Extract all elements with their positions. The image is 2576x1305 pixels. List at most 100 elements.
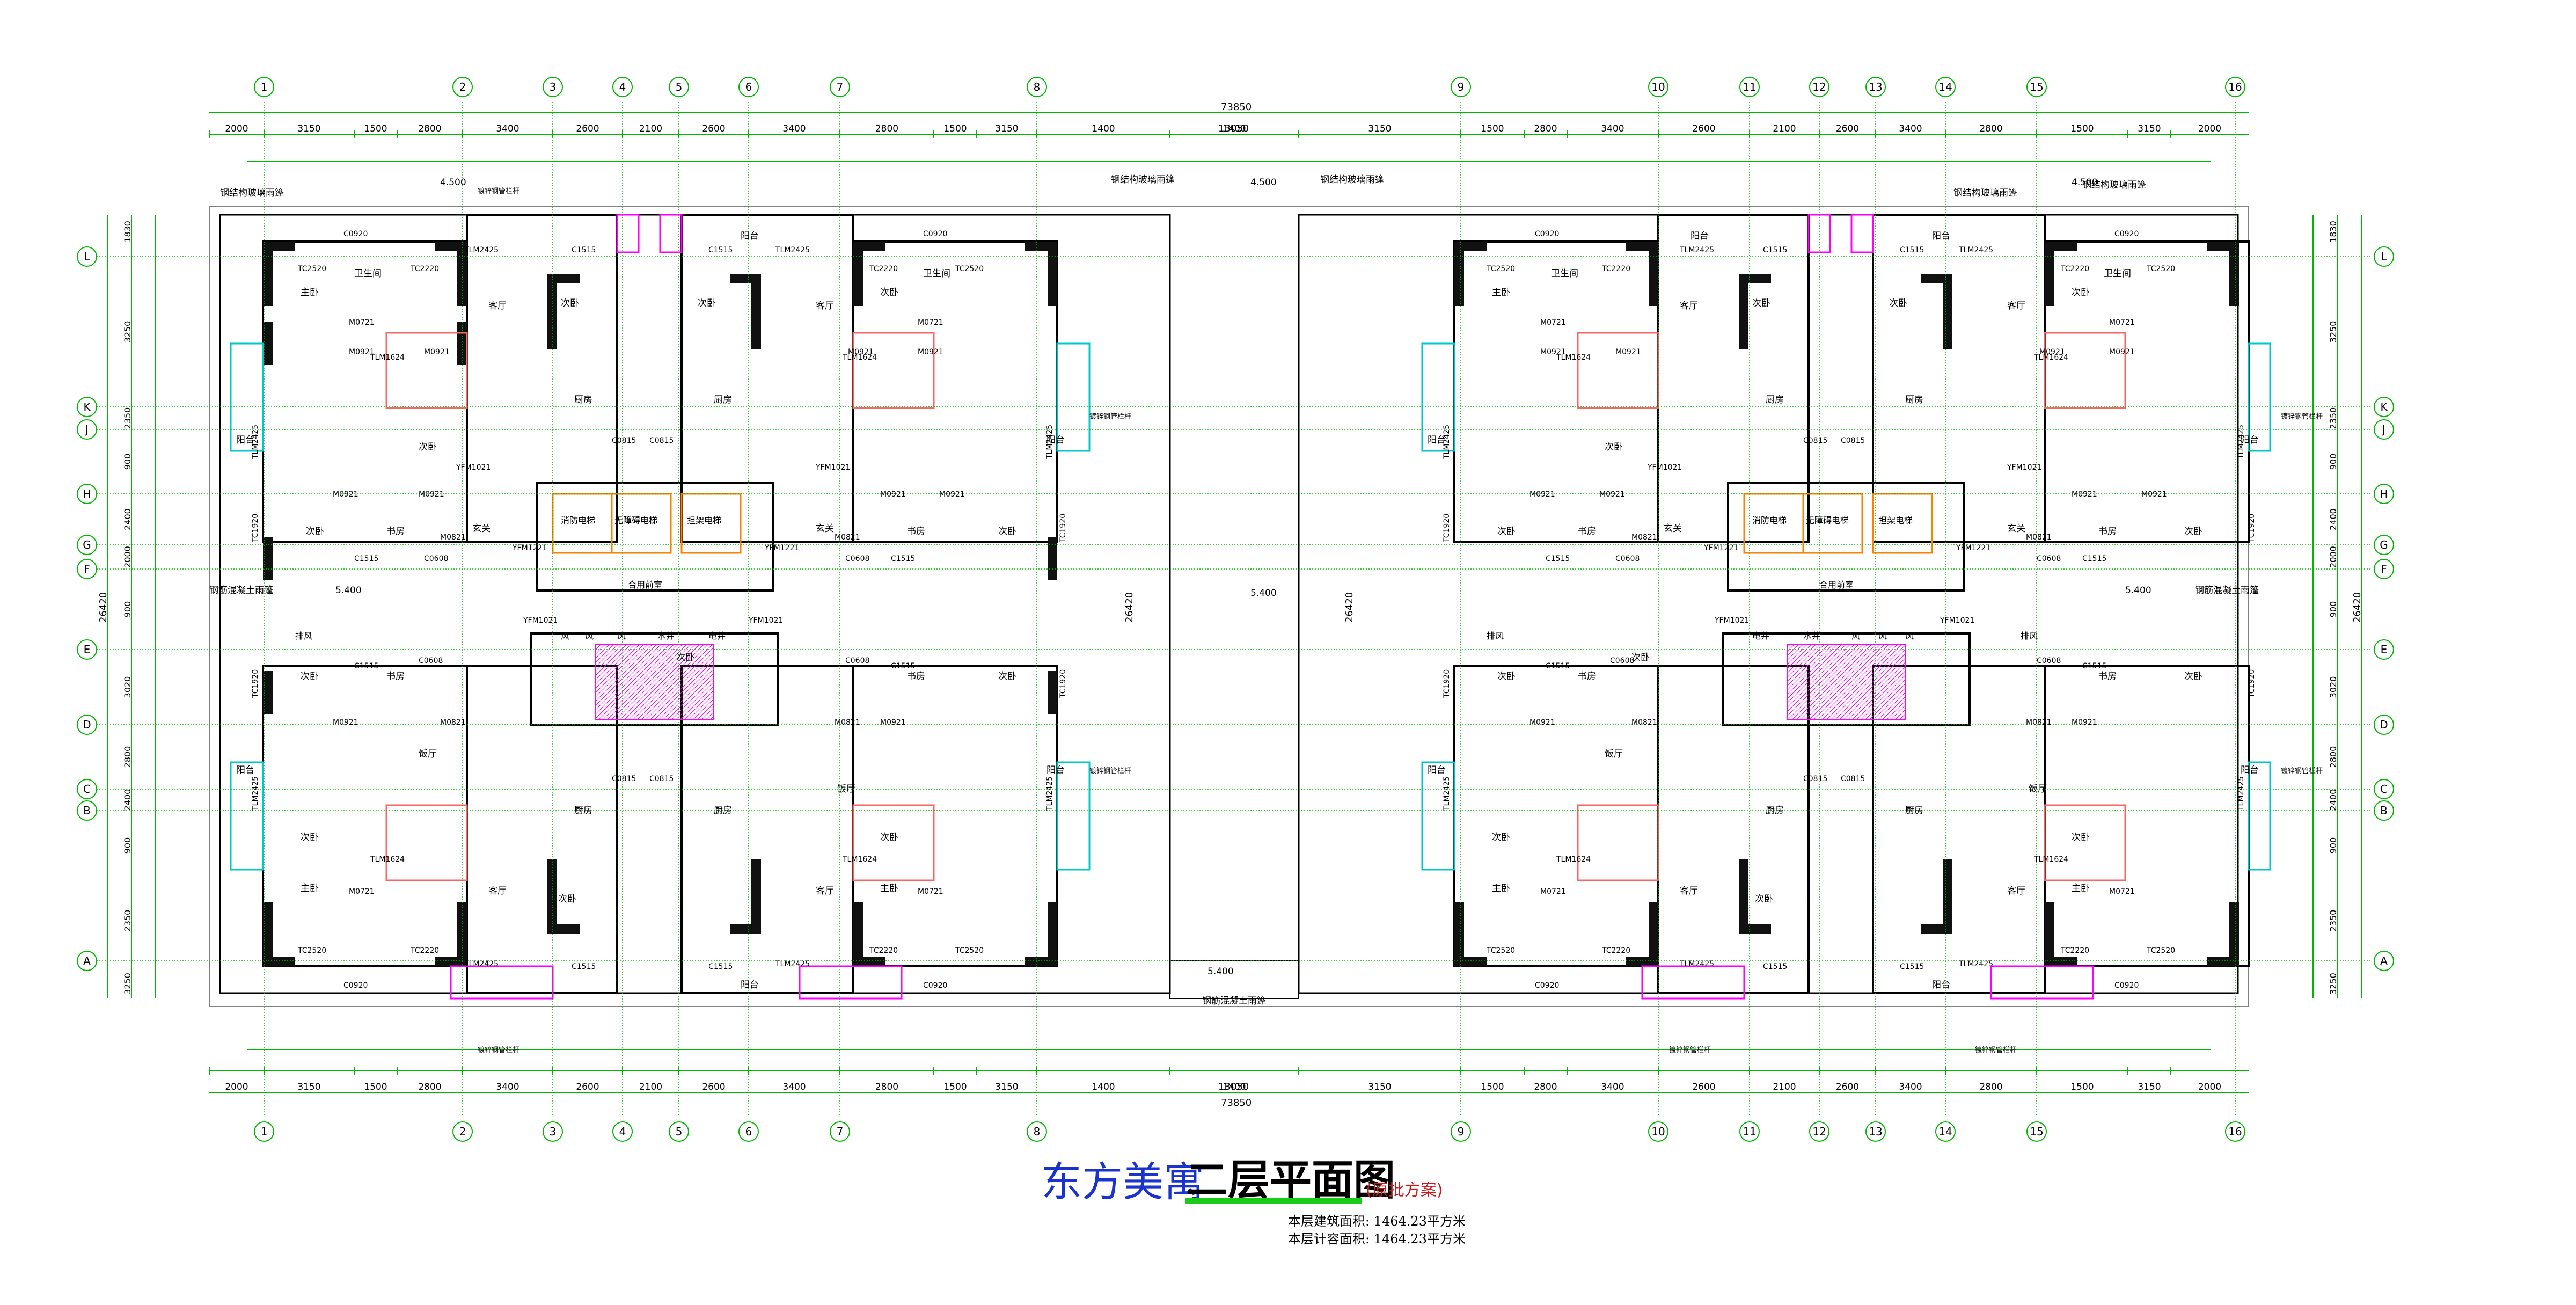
dimension-value: 2400 [122, 508, 133, 530]
room-label: 次卧 [1631, 652, 1650, 663]
room-label: 阳台 [741, 231, 759, 242]
axis-label: 14 [1938, 1125, 1952, 1138]
axis-bubble [1935, 77, 1956, 97]
svg-text:TLM1624: TLM1624 [842, 353, 877, 362]
axis-label: A [83, 954, 91, 967]
room-label: 阳台 [236, 765, 254, 776]
svg-text:TLM2425: TLM2425 [1443, 776, 1451, 811]
room-label: 厨房 [1905, 395, 1923, 405]
room-label: 次卧 [306, 526, 324, 537]
dimension-value: 3250 [122, 973, 133, 995]
svg-text:TC2220: TC2220 [869, 265, 898, 273]
core-labels: 消防电梯 无障碍电梯 担架电梯 消防电梯 无障碍电梯 担架电梯 合用前室 合用前… [295, 515, 2038, 641]
dimension-value: 2800 [2328, 746, 2338, 768]
room-label: 次卧 [2184, 671, 2202, 682]
svg-text:TLM1624: TLM1624 [1556, 855, 1591, 864]
svg-text:C0815: C0815 [649, 436, 674, 445]
dimension-value: 3400 [1899, 1082, 1922, 1092]
axis-label: 10 [1651, 81, 1665, 93]
axis-bubble [669, 1121, 689, 1142]
axis-bubble [612, 1121, 633, 1142]
left-building-thick-walls [263, 242, 1057, 966]
dimension-value: 2100 [639, 123, 662, 134]
axis-bubble [77, 559, 97, 579]
svg-text:C1515: C1515 [1900, 963, 1924, 971]
dimension-value: 2400 [122, 789, 133, 811]
axis-label: B [2380, 804, 2388, 817]
svg-text:TC2520: TC2520 [955, 265, 984, 273]
title-underline [1185, 1198, 1362, 1204]
dimension-value: 2000 [2328, 546, 2338, 568]
duct-label: 风 [561, 631, 569, 641]
dimension-value: 1500 [1481, 123, 1504, 134]
room-label: 次卧 [698, 298, 716, 309]
svg-text:TC2520: TC2520 [297, 265, 326, 273]
room-label: 客厅 [816, 886, 834, 896]
svg-text:4.500: 4.500 [2072, 177, 2098, 188]
railing-annotations: 镀锌钢管栏杆 镀锌钢管栏杆 镀锌钢管栏杆 镀锌钢管栏杆 镀锌钢管栏杆 镀锌钢管栏… [478, 187, 2323, 1054]
dimension-value: 2350 [122, 407, 133, 429]
room-label: 次卧 [1492, 832, 1510, 843]
svg-text:C0608: C0608 [2037, 555, 2061, 563]
svg-text:TC2520: TC2520 [2146, 946, 2175, 955]
axis-label: 4 [619, 1125, 626, 1138]
axis-bubble [1739, 1121, 1760, 1142]
axis-bubble [77, 951, 97, 971]
axis-bubble [77, 535, 97, 555]
room-label: 主卧 [301, 287, 319, 298]
axis-bubble [452, 77, 473, 97]
svg-text:TC1920: TC1920 [2248, 514, 2256, 543]
dimension-value: 2600 [702, 123, 725, 134]
svg-text:M0721: M0721 [1540, 887, 1566, 896]
dimension-value: 900 [2328, 454, 2338, 470]
room-label: 客厅 [1680, 301, 1698, 311]
svg-text:C0608: C0608 [845, 657, 869, 665]
axis-bubble [1809, 1121, 1829, 1142]
dimension-value: 3150 [1368, 1082, 1391, 1092]
room-label: 玄关 [816, 523, 834, 534]
room-label: 次卧 [880, 832, 898, 843]
canopy-glass-label: 钢结构玻璃雨篷 [1111, 174, 1175, 185]
dimension-value: 2800 [1534, 123, 1557, 134]
room-label: 厨房 [1766, 395, 1784, 405]
svg-text:5.400: 5.400 [335, 585, 362, 596]
axis-label: 11 [1743, 81, 1756, 93]
bottom-dimension-lines [209, 1049, 2249, 1093]
room-label: 次卧 [558, 894, 576, 905]
dimension-value: 2600 [576, 123, 599, 134]
dimension-value: 1500 [2070, 123, 2094, 134]
axis-label: G [83, 538, 91, 551]
svg-text:镀锌钢管栏杆: 镀锌钢管栏杆 [1089, 412, 1131, 421]
middle-span-bottom: 13050 [1218, 1081, 1249, 1092]
svg-text:TLM2425: TLM2425 [464, 960, 499, 968]
svg-text:YFM1021: YFM1021 [2007, 463, 2041, 472]
room-label: 阳台 [741, 980, 759, 990]
svg-text:C0920: C0920 [1535, 230, 1559, 238]
canopy-glass-label: 钢结构玻璃雨篷 [220, 188, 284, 199]
svg-text:M0721: M0721 [2109, 887, 2135, 896]
axis-bubble [738, 77, 759, 97]
svg-text:M0721: M0721 [1540, 318, 1566, 327]
svg-text:YFM1021: YFM1021 [1647, 463, 1682, 472]
svg-text:TLM1624: TLM1624 [842, 855, 877, 864]
dimension-value: 3020 [122, 676, 133, 698]
duct-label: 风 [1905, 631, 1914, 641]
accessible-elevator-label: 无障碍电梯 [614, 515, 657, 526]
dimension-value: 1400 [1092, 123, 1115, 134]
room-label: 玄关 [1664, 523, 1682, 534]
dimension-value: 3150 [297, 123, 320, 134]
axis-label: J [84, 423, 89, 436]
svg-text:TC1920: TC1920 [1059, 669, 1067, 698]
svg-text:C0815: C0815 [1841, 436, 1865, 445]
dimension-value: 1500 [943, 123, 967, 134]
svg-text:C0920: C0920 [343, 230, 368, 238]
canopy-annotations: 钢结构玻璃雨篷 钢结构玻璃雨篷 钢结构玻璃雨篷 钢结构玻璃雨篷 钢筋混凝土雨篷 … [209, 174, 2259, 1007]
axis-bubble [1865, 1121, 1886, 1142]
room-label: 厨房 [1905, 805, 1923, 816]
svg-text:TC1920: TC1920 [1443, 669, 1451, 698]
room-label: 书房 [2098, 526, 2117, 537]
svg-text:TLM2425: TLM2425 [1045, 776, 1054, 811]
axis-label: 11 [1743, 1125, 1756, 1138]
axis-label: F [2381, 563, 2387, 575]
accessible-elevator-label: 无障碍电梯 [1806, 515, 1849, 526]
